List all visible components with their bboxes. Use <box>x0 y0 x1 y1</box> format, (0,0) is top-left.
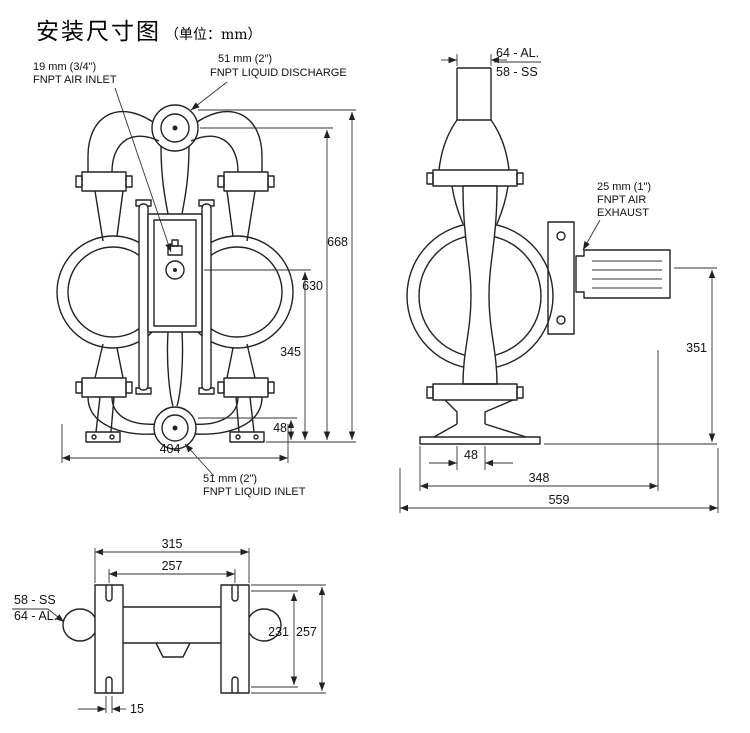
dim-body-width: 348 <box>529 471 550 485</box>
side-extension-lines <box>399 267 719 513</box>
dim-slot: 15 <box>130 702 144 716</box>
center-body-footprint <box>123 606 221 658</box>
air-inlet-callout: 19 mm (3/4") FNPT AIR INLET <box>33 61 172 253</box>
exhaust-label-line1: 25 mm (1") <box>597 181 651 193</box>
discharge-label-line1: 51 mm (2") <box>218 53 272 65</box>
air-inlet-label-line2: FNPT AIR INLET <box>33 74 117 86</box>
dim-bolt-width: 257 <box>162 559 183 573</box>
dim-air-port-height: 345 <box>280 345 301 359</box>
side-dimension-lines <box>400 270 718 512</box>
discharge-label-line2: FNPT LIQUID DISCHARGE <box>210 67 347 79</box>
page-title-text: 安装尺寸图 <box>36 19 161 45</box>
dim-total-width: 559 <box>549 493 570 507</box>
inlet-label-line1: 51 mm (2") <box>203 473 257 485</box>
pump-feet <box>85 396 265 443</box>
top-clamp-bands <box>75 171 275 192</box>
page-title: 安装尺寸图（单位：mm） <box>36 12 262 46</box>
dim-inlet-height: 48 <box>273 421 287 435</box>
discharge-port <box>151 104 199 152</box>
bottom-material-callout: 58 - SS 64 - AL. <box>12 593 65 623</box>
front-extension-lines <box>61 109 356 463</box>
bottom-manifold <box>87 331 263 435</box>
dim-outer-height: 257 <box>296 625 317 639</box>
side-top-dimension: 64 - AL. 58 - SS <box>441 46 541 79</box>
dim-width: 404 <box>160 442 181 456</box>
exhaust-callout: 25 mm (1") FNPT AIR EXHAUST <box>582 181 651 251</box>
inlet-label-line2: FNPT LIQUID INLET <box>203 486 306 498</box>
air-valve-body <box>547 221 575 335</box>
tie-rods <box>135 199 215 395</box>
dim-exhaust-height: 351 <box>686 341 707 355</box>
dim-foot: 48 <box>464 448 478 462</box>
bottom-view: 315 257 231 257 15 58 - SS 64 - AL. <box>12 537 326 716</box>
dim-top-ss: 58 - SS <box>496 65 538 79</box>
bottom-dimension-lines <box>78 548 326 713</box>
inlet-callout: 51 mm (2") FNPT LIQUID INLET <box>184 443 306 498</box>
side-top-pipe <box>438 67 510 171</box>
page-title-unit: （单位：mm） <box>165 27 262 43</box>
exhaust-muffler <box>575 249 671 299</box>
bottom-extension-lines <box>94 548 326 713</box>
center-air-valve-plate <box>147 213 203 333</box>
bottom-label-ss: 58 - SS <box>14 593 56 607</box>
air-inlet-label-line1: 19 mm (3/4") <box>33 61 96 73</box>
exhaust-label-line2: FNPT AIR <box>597 194 646 206</box>
bottom-label-al: 64 - AL. <box>14 609 57 623</box>
bottom-clamp-bands <box>75 377 275 398</box>
side-base <box>419 399 541 445</box>
front-dimension-lines <box>62 112 356 462</box>
dim-discharge-height: 630 <box>302 279 323 293</box>
side-bottom-flange <box>426 383 524 401</box>
dim-outer-width: 315 <box>162 537 183 551</box>
dim-inner-height: 231 <box>268 625 289 639</box>
mounting-rails <box>94 584 250 694</box>
discharge-callout: 51 mm (2") FNPT LIQUID DISCHARGE <box>190 53 347 111</box>
side-chamber <box>406 185 554 385</box>
dim-total-height: 668 <box>327 235 348 249</box>
side-view: 64 - AL. 58 - SS 25 mm (1") FNPT AIR EXH… <box>399 46 719 513</box>
inlet-port <box>153 406 197 450</box>
top-manifold <box>87 110 263 215</box>
dim-top-al: 64 - AL. <box>496 46 539 60</box>
exhaust-label-line3: EXHAUST <box>597 207 649 219</box>
front-view: 668 630 345 48 404 19 mm (3/4") FNPT AIR… <box>33 53 356 498</box>
